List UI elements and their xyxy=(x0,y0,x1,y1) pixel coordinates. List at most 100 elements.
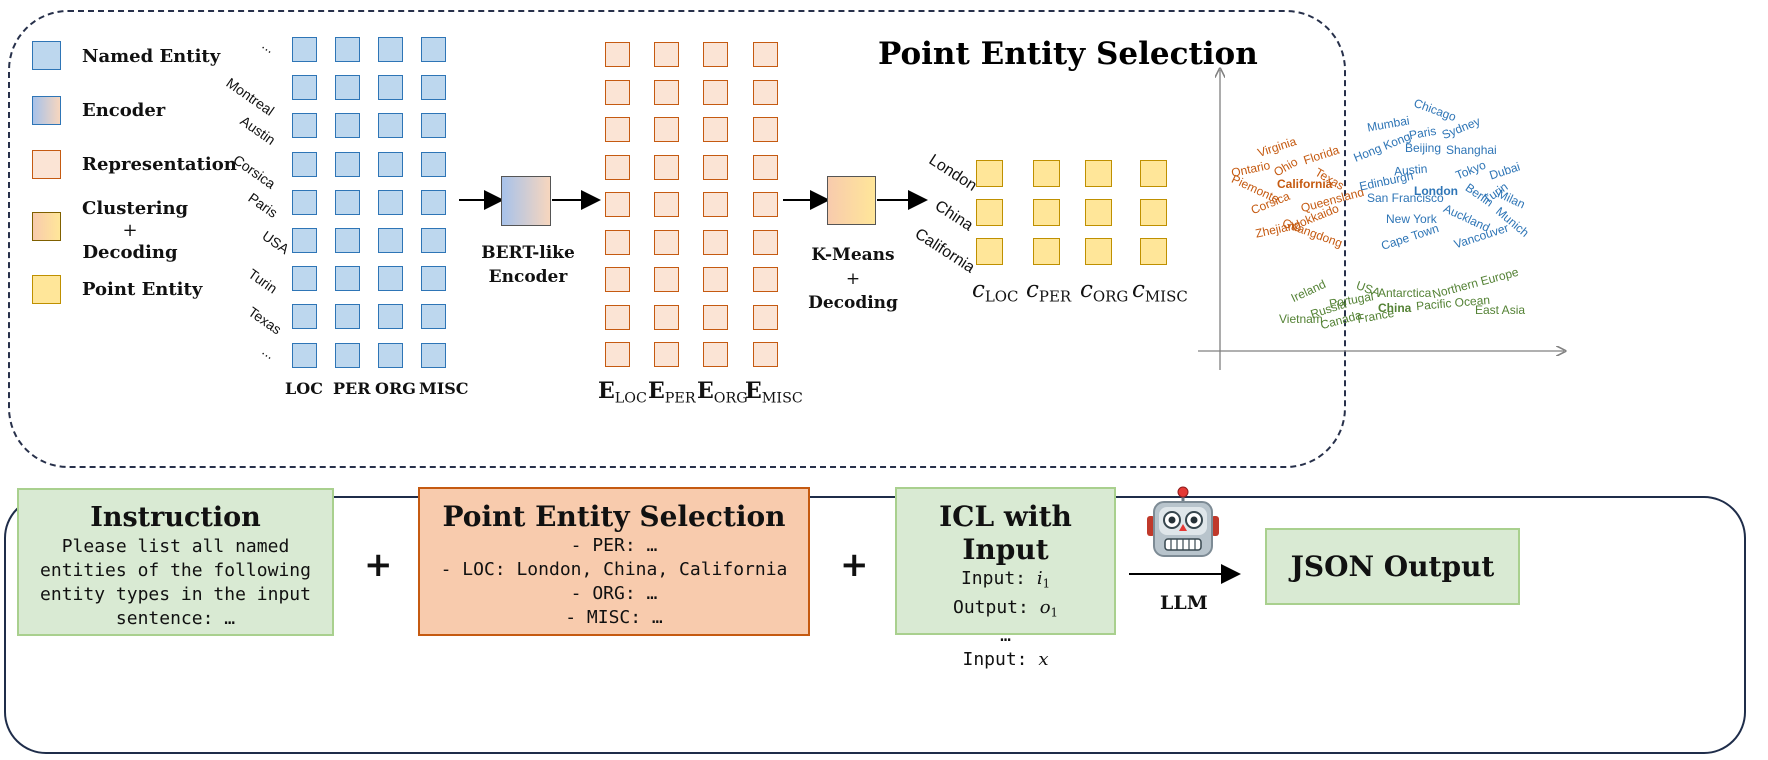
point-entity-cell xyxy=(1033,160,1060,187)
representation-cell xyxy=(703,117,728,142)
named-entity-cell xyxy=(378,266,403,292)
representation-cell xyxy=(753,154,778,180)
scatter-word: Beijing xyxy=(1405,141,1442,155)
representation-cell xyxy=(605,117,630,142)
legend-clustering-line1: Clustering xyxy=(82,198,189,219)
point-entity-cell xyxy=(1085,160,1112,187)
named-entity-cell xyxy=(335,342,360,368)
centroid-subscript: ORG xyxy=(1092,287,1129,306)
icl-line: … xyxy=(1000,625,1011,646)
named-entity-cell xyxy=(292,113,317,139)
pes-line-loc: - LOC: London, China, California xyxy=(440,559,788,580)
legend-encoder-label: Encoder xyxy=(82,100,166,121)
named-entity-cell xyxy=(421,304,446,330)
named-entity-cell xyxy=(335,266,360,292)
centroid-label: cORG xyxy=(1080,277,1129,306)
named-entity-cell xyxy=(292,37,317,62)
named-entity-cell xyxy=(292,75,317,101)
named-entity-cell xyxy=(378,189,403,215)
centroid-subscript: PER xyxy=(1038,287,1072,306)
named-entity-cell xyxy=(421,342,446,368)
named-entity-cell xyxy=(292,151,317,177)
named-entity-cell xyxy=(335,75,360,101)
kmeans-line3: Decoding xyxy=(808,293,898,313)
representation-cell xyxy=(703,342,728,367)
named-entity-cell xyxy=(378,342,403,368)
plus-sign-2: + xyxy=(840,545,869,585)
pes-lines: - PER: … - LOC: London, China, Californi… xyxy=(420,534,808,630)
centroid-label: cMISC xyxy=(1132,277,1188,306)
representation-cell xyxy=(654,342,679,367)
representation-cell xyxy=(605,154,630,180)
named-entity-cell xyxy=(292,189,317,215)
icl-variable: i xyxy=(1036,568,1043,589)
legend-clustering-line2: + xyxy=(122,220,138,241)
legend-clustering-swatch xyxy=(32,212,61,241)
embedding-subscript: PER xyxy=(664,390,696,407)
instruction-text: Please list all named entities of the fo… xyxy=(19,535,332,631)
icl-variable-subscript: 1 xyxy=(1042,576,1051,591)
scatter-word: Shanghai xyxy=(1446,143,1497,157)
kmeans-line2: + xyxy=(845,269,861,289)
representation-cell xyxy=(703,79,728,105)
centroid-label: cPER xyxy=(1026,277,1072,306)
representation-cell xyxy=(605,304,630,330)
scatter-word: San Francisco xyxy=(1367,191,1444,205)
named-entity-cell xyxy=(335,189,360,215)
scatter-word: California xyxy=(1277,177,1333,191)
representation-cell xyxy=(703,267,728,292)
icl-variable-subscript: 1 xyxy=(1050,605,1058,619)
point-entity-selection-box: Point Entity Selection - PER: … - LOC: L… xyxy=(418,487,810,636)
representation-cell xyxy=(654,192,679,217)
representation-cell xyxy=(703,154,728,180)
named-entity-cell xyxy=(335,151,360,177)
bert-encoder-line1: BERT-like xyxy=(481,243,575,263)
robot-icon xyxy=(1147,486,1219,557)
kmeans-line1: K-Means xyxy=(811,245,895,265)
embedding-label: EMISC xyxy=(745,378,803,407)
representation-cell xyxy=(654,304,679,330)
pes-line-per: - PER: … xyxy=(570,535,658,556)
entity-type-label: LOC xyxy=(285,379,323,398)
named-entity-cell xyxy=(292,304,317,330)
scatter-word: New York xyxy=(1386,212,1437,226)
representation-cell xyxy=(703,229,728,255)
centroid-subscript: MISC xyxy=(1144,287,1188,306)
icl-line: Output: o1 xyxy=(953,596,1058,620)
legend-point-entity-label: Point Entity xyxy=(82,279,203,300)
entity-type-label: PER xyxy=(333,379,371,398)
named-entity-cell xyxy=(421,266,446,292)
representation-cell xyxy=(605,342,630,367)
named-entity-cell xyxy=(292,228,317,253)
icl-variable: x xyxy=(1038,649,1049,670)
embedding-label: EORG xyxy=(697,378,748,407)
bert-encoder-block xyxy=(501,176,551,226)
instruction-box: Instruction Please list all named entiti… xyxy=(17,488,334,636)
point-entity-cell xyxy=(1140,199,1167,226)
centroid-label: cLOC xyxy=(972,277,1019,306)
entity-type-label: MISC xyxy=(419,379,469,398)
representation-cell xyxy=(605,229,630,255)
representation-cell xyxy=(605,192,630,217)
plus-sign-1: + xyxy=(364,545,393,585)
legend-clustering-line3: Decoding xyxy=(82,242,178,263)
named-entity-cell xyxy=(421,189,446,215)
named-entity-cell xyxy=(335,228,360,253)
named-entity-cell xyxy=(421,75,446,101)
kmeans-label: K-Means + Decoding xyxy=(800,243,906,315)
named-entity-cell xyxy=(335,304,360,330)
representation-cell xyxy=(753,229,778,255)
legend-named-entity-swatch xyxy=(32,41,61,70)
representation-cell xyxy=(753,304,778,330)
legend-representation-swatch xyxy=(32,150,61,179)
point-entity-cell xyxy=(976,160,1003,187)
embedding-label: EPER xyxy=(648,378,696,407)
named-entity-cell xyxy=(292,342,317,368)
llm-label: LLM xyxy=(1160,592,1208,614)
named-entity-cell xyxy=(378,75,403,101)
representation-cell xyxy=(654,117,679,142)
pes-title: Point Entity Selection xyxy=(442,500,786,533)
named-entity-cell xyxy=(421,113,446,139)
point-entity-cell xyxy=(1140,160,1167,187)
top-title: Point Entity Selection xyxy=(878,36,1258,72)
